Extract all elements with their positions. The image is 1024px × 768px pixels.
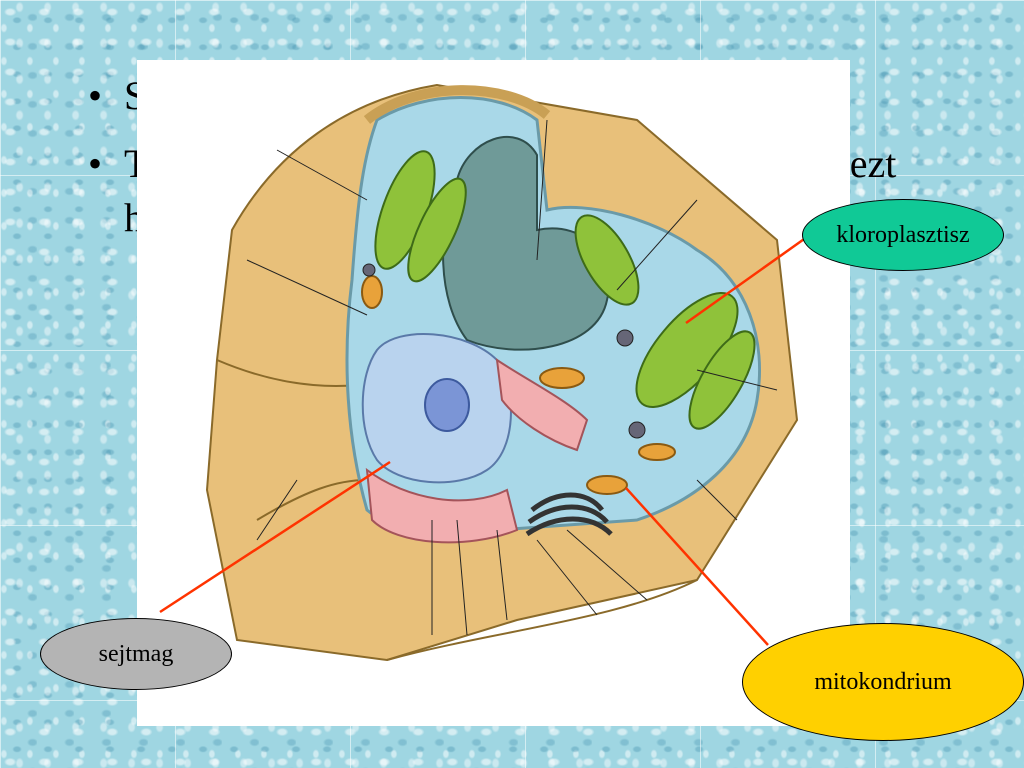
vesicle: [628, 421, 646, 439]
chloroplast: [407, 177, 467, 283]
kloroplasztisz-label-bubble: kloroplasztisz: [802, 199, 1004, 271]
mitochondrion: [586, 475, 628, 495]
nucleolus: [424, 378, 470, 432]
vesicle: [362, 263, 376, 277]
kloroplasztisz-label: kloroplasztisz: [836, 221, 970, 248]
plant-cell-diagram: [137, 60, 850, 726]
mitokondrium-label: mitokondrium: [814, 668, 952, 695]
vacuole: [442, 136, 610, 351]
endoplasmic-reticulum: [365, 467, 519, 544]
sejtmag-label: sejtmag: [98, 640, 174, 667]
mitochondrion: [539, 367, 585, 389]
bullet-dot: •: [88, 73, 103, 118]
mitochondrion: [638, 443, 676, 461]
bullet-dot: •: [88, 141, 103, 186]
plant-cell-illustration: [205, 83, 799, 662]
chloroplast: [688, 330, 756, 430]
sejtmag-label-bubble: sejtmag: [40, 618, 232, 690]
mitochondrion: [361, 275, 383, 309]
cell-wall-rim: [363, 85, 551, 124]
golgi-apparatus: [525, 516, 613, 537]
chloroplast: [574, 214, 640, 306]
golgi-apparatus: [530, 492, 604, 512]
golgi-apparatus: [527, 504, 609, 525]
vesicle: [616, 329, 634, 347]
mitokondrium-label-bubble: mitokondrium: [742, 623, 1024, 741]
endoplasmic-reticulum: [495, 357, 589, 452]
